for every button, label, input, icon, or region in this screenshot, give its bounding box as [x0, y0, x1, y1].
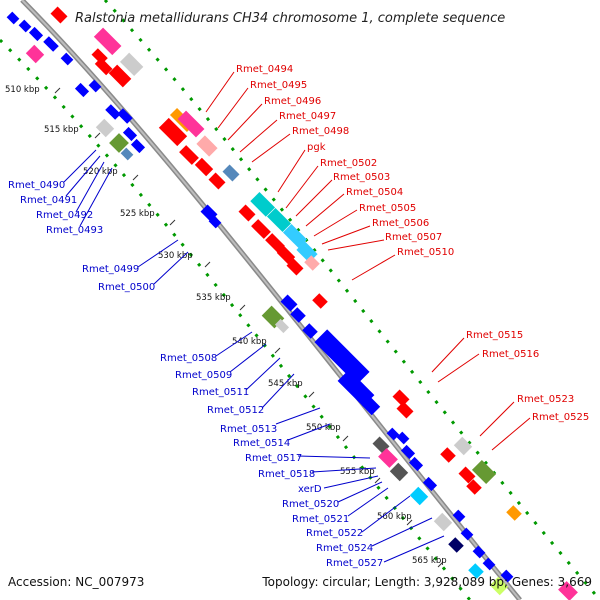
gene-label[interactable]: Rmet_0509 [175, 370, 232, 381]
gene-label[interactable]: Rmet_0522 [306, 528, 363, 539]
topology-summary: Topology: circular; Length: 3,928,089 bp… [261, 575, 592, 589]
reverse-label-lines [63, 149, 445, 563]
kbp-label: 535 kbp [196, 293, 231, 303]
gene-label[interactable]: Rmet_0504 [346, 187, 403, 198]
gene-label[interactable]: Rmet_0493 [46, 225, 103, 236]
chromosome-backbone-highlight [21, 0, 521, 600]
accession-text: Accession: NC_007973 [8, 575, 144, 589]
gc-track-outer [103, 0, 600, 600]
gene-label[interactable]: Rmet_0508 [160, 353, 217, 364]
kbp-label: 520 kbp [83, 167, 118, 177]
kbp-label: 510 kbp [5, 85, 40, 95]
map-title: Ralstonia metallidurans CH34 chromosome … [75, 11, 505, 26]
kbp-label: 545 kbp [268, 379, 303, 389]
gene-label[interactable]: Rmet_0507 [385, 232, 442, 243]
forward-gene-labels: Rmet_0494 Rmet_0495 Rmet_0496 Rmet_0497 … [236, 64, 589, 423]
kbp-label: 515 kbp [44, 125, 79, 135]
gene-label[interactable]: Rmet_0502 [320, 158, 377, 169]
gene-label[interactable]: Rmet_0510 [397, 247, 454, 258]
gene-label[interactable]: Rmet_0513 [220, 424, 277, 435]
gene-label[interactable]: Rmet_0514 [233, 438, 290, 449]
gene-label[interactable]: Rmet_0527 [326, 558, 383, 569]
kbp-label: 530 kbp [158, 251, 193, 261]
kbp-label: 550 kbp [306, 423, 341, 433]
reverse-strand-genes [6, 11, 514, 596]
kbp-label: 555 kbp [340, 467, 375, 477]
gene-label[interactable]: Rmet_0494 [236, 64, 293, 75]
gene-label[interactable]: Rmet_0515 [466, 330, 523, 341]
gene-label[interactable]: Rmet_0490 [8, 180, 65, 191]
gene-label[interactable]: Rmet_0511 [192, 387, 249, 398]
gene-label[interactable]: Rmet_0496 [264, 96, 321, 107]
gene-label[interactable]: Rmet_0524 [316, 543, 373, 554]
gene-label[interactable]: Rmet_0520 [282, 499, 339, 510]
gene-label[interactable]: Rmet_0499 [82, 264, 139, 275]
kbp-label: 565 kbp [412, 556, 447, 566]
gene-label[interactable]: Rmet_0503 [333, 172, 390, 183]
gene-label[interactable]: Rmet_0523 [517, 394, 574, 405]
gene-label[interactable]: Rmet_0512 [207, 405, 264, 416]
gene-label[interactable]: Rmet_0506 [372, 218, 429, 229]
gene-label[interactable]: Rmet_0525 [532, 412, 589, 423]
forward-strand-genes [50, 6, 578, 600]
gene-label[interactable]: pgk [307, 142, 326, 153]
gene-label[interactable]: Rmet_0495 [250, 80, 307, 91]
gene-label[interactable]: Rmet_0505 [359, 203, 416, 214]
kbp-label: 540 kbp [232, 337, 267, 347]
kbp-labels: 510 kbp 515 kbp 520 kbp 525 kbp 530 kbp … [5, 85, 447, 566]
reverse-gene-labels: Rmet_0490 Rmet_0491 Rmet_0492 Rmet_0493 … [8, 180, 383, 569]
gene-label[interactable]: Rmet_0516 [482, 349, 539, 360]
gene-label[interactable]: Rmet_0492 [36, 210, 93, 221]
gene-label[interactable]: Rmet_0498 [292, 126, 349, 137]
kbp-label: 560 kbp [377, 512, 412, 522]
gene-label[interactable]: xerD [298, 484, 322, 495]
kbp-label: 525 kbp [120, 209, 155, 219]
gene-label[interactable]: Rmet_0491 [20, 195, 77, 206]
forward-label-lines [205, 71, 531, 451]
backbone-ticks [54, 87, 444, 568]
gene-label[interactable]: Rmet_0521 [292, 514, 349, 525]
gene-label[interactable]: Rmet_0497 [279, 111, 336, 122]
gene-label[interactable]: Rmet_0500 [98, 282, 155, 293]
gene-label[interactable]: Rmet_0517 [245, 453, 302, 464]
gene-label[interactable]: Rmet_0518 [258, 469, 315, 480]
